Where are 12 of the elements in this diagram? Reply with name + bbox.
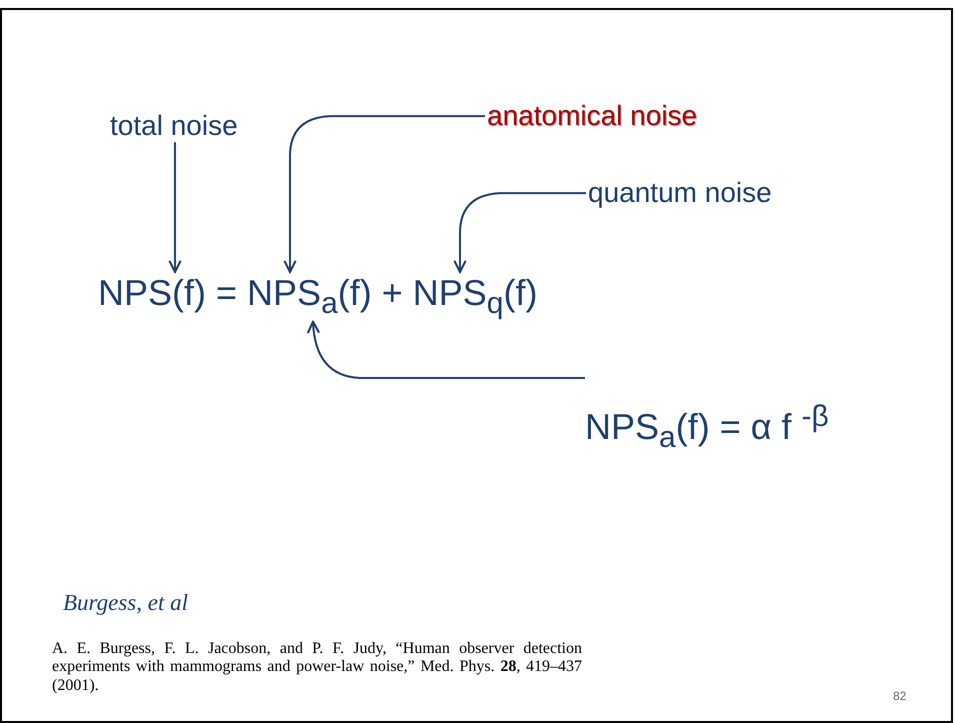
arrow [453,192,586,274]
page-number: 82 [893,689,906,703]
reference-citation: A. E. Burgess, F. L. Jacobson, and P. F. Judy, “Human observer detection experiments with mammograms and power-law noise,” Med. Phys. 28, 419–437 (2001). [52,640,582,696]
author-note: Burgess, et al [63,590,188,616]
arrow [283,115,485,274]
equation: NPS(f) = NPS$_{a}$(f) + NPS$_{q}$(f) [98,272,538,322]
arrow [307,320,585,379]
equation: NPS$_{a}$(f) = α f $^{-β}$ [585,378,829,456]
annotation-text: quantum noise [588,177,772,210]
annotation-text: total noise [110,110,238,142]
arrow [168,142,182,274]
annotation-text: anatomical noise [487,100,698,132]
